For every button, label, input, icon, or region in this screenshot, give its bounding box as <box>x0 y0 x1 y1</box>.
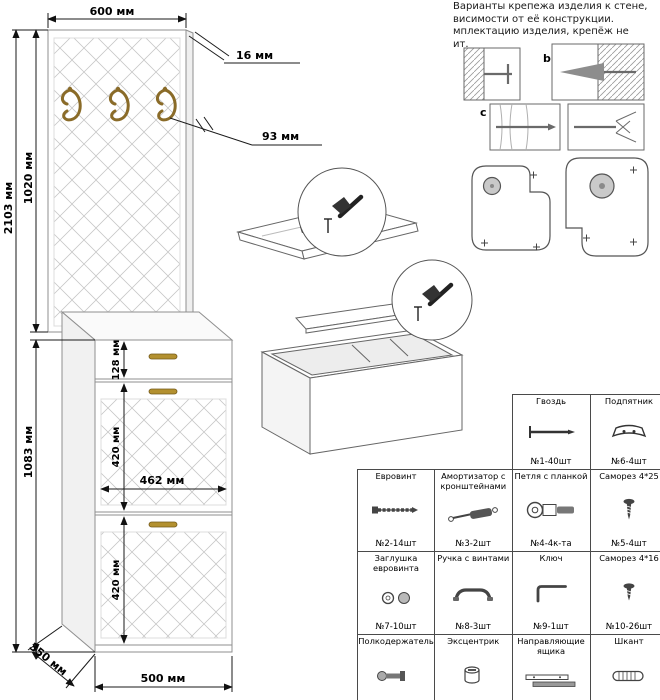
part-cell-nail: Гвоздь №1-40шт <box>511 394 591 470</box>
note-line-2: висимости от её конструкции. <box>453 13 614 25</box>
part-cell-footpad: Подпятник №6-4шт <box>589 394 660 470</box>
part-cell-hinge: Петля с планкой №4-4к-та <box>511 469 591 552</box>
dim-panel-thickness: 16 мм <box>236 49 273 62</box>
hardware-parts-table: Гвоздь №1-40шт Подпятник №6-4шт Евровинт… <box>357 394 660 700</box>
wall-fig-label-b: b <box>543 52 551 65</box>
empty-cell <box>358 395 435 470</box>
dim-inner-width: 462 мм <box>140 474 185 487</box>
part-name: Петля с планкой <box>514 471 588 481</box>
part-name: Саморез 4*16 <box>599 553 659 563</box>
part-name: Полкодержатель <box>358 636 434 646</box>
part-name: Евровинт <box>375 471 417 481</box>
part-cell-screw-4x25: Саморез 4*25 №5-4шт <box>589 469 660 552</box>
part-cell-key: Ключ №9-1шт <box>511 551 591 635</box>
wall-fig-label-c: c <box>480 106 487 119</box>
cabinet-handles <box>148 353 178 528</box>
part-name: Эксцентрик <box>447 636 500 646</box>
dim-depth: 350 мм <box>27 640 70 678</box>
part-name: Гвоздь <box>535 396 567 406</box>
part-qty: №9-1шт <box>533 622 569 632</box>
key-icon <box>522 580 580 606</box>
screw-cap-icon <box>367 585 425 611</box>
dimension-lines <box>12 13 322 692</box>
part-qty: №7-10шт <box>375 622 417 632</box>
dowel-icon <box>600 663 658 689</box>
dim-upper-height: 1020 мм <box>22 152 35 204</box>
part-cell-dowel: Шкант №14-2шт <box>589 634 660 700</box>
part-name: Ручка с винтами <box>437 553 510 563</box>
part-qty: №6-4шт <box>611 457 647 467</box>
part-cell-gas-strut: Амортизатор с кронштейнами №3-2шт <box>434 469 513 552</box>
screw-long-icon <box>600 497 658 523</box>
assembly-step-2 <box>260 259 473 455</box>
wall-mount-figures <box>463 43 645 151</box>
part-cell-cam-lock: Эксцентрик №12-6к-т <box>434 634 513 700</box>
part-qty: №8-3шт <box>455 622 491 632</box>
part-name: Подпятник <box>604 396 654 406</box>
gas-strut-icon <box>444 502 502 528</box>
part-name: Ключ <box>539 553 563 563</box>
dim-door-mid-height: 420 мм <box>111 427 122 468</box>
part-cell-confirmat: Евровинт №2-14шт <box>357 469 435 552</box>
part-cell-cap: Заглушка евровинта №7-10шт <box>357 551 435 635</box>
part-qty: №4-4к-та <box>530 539 572 549</box>
confirmat-screw-icon <box>367 497 425 523</box>
assembly-step-1 <box>236 167 419 260</box>
dim-top-width: 600 мм <box>90 5 135 18</box>
shelf-pin-icon <box>367 663 425 689</box>
part-name: Заглушка евровинта <box>373 553 419 573</box>
coat-panel <box>47 29 194 336</box>
dim-lower-height: 1083 мм <box>22 426 35 478</box>
part-qty: №5-4шт <box>611 539 647 549</box>
part-qty: №10-26шт <box>605 622 653 632</box>
empty-cell <box>435 395 513 470</box>
cam-lock-icon <box>444 663 502 689</box>
note-line-3: мплектацию изделия, крепёж не <box>453 26 629 38</box>
part-name: Саморез 4*25 <box>599 471 659 481</box>
wall-fixing-note: Варианты крепежа изделия к стене, висимо… <box>453 1 659 51</box>
part-qty: №2-14шт <box>375 539 417 549</box>
note-line-1: Варианты крепежа изделия к стене, <box>453 1 648 12</box>
dim-total-height: 2103 мм <box>2 182 15 234</box>
dim-hook-spacing: 93 мм <box>262 130 299 143</box>
dim-drawer-height: 128 мм <box>111 340 122 381</box>
part-name: Шкант <box>614 636 644 646</box>
part-qty: №3-2шт <box>455 539 491 549</box>
drawer-slide-icon <box>522 668 580 694</box>
part-cell-drawer-slide: Направляющие ящика №13-1к-т <box>511 634 591 700</box>
screw-short-icon <box>600 580 658 606</box>
part-name: Амортизатор с кронштейнами <box>440 471 507 491</box>
part-qty: №1-40шт <box>530 457 572 467</box>
part-cell-handle: Ручка с винтами №8-3шт <box>434 551 513 635</box>
note-line-4: ит. <box>453 38 469 50</box>
coat-hooks <box>61 86 177 122</box>
part-name: Направляющие ящика <box>517 636 585 656</box>
part-cell-screw-4x16: Саморез 4*16 №10-26шт <box>589 551 660 635</box>
footpad-icon <box>600 419 658 445</box>
dim-bottom-width: 500 мм <box>141 672 186 685</box>
mounting-plates <box>471 157 649 257</box>
hinge-icon <box>522 497 580 523</box>
dim-door-bottom-height: 420 мм <box>111 560 122 601</box>
nail-icon <box>522 419 580 445</box>
part-cell-shelf-pin: Полкодержатель №11-4шт <box>357 634 435 700</box>
handle-icon <box>444 580 502 606</box>
